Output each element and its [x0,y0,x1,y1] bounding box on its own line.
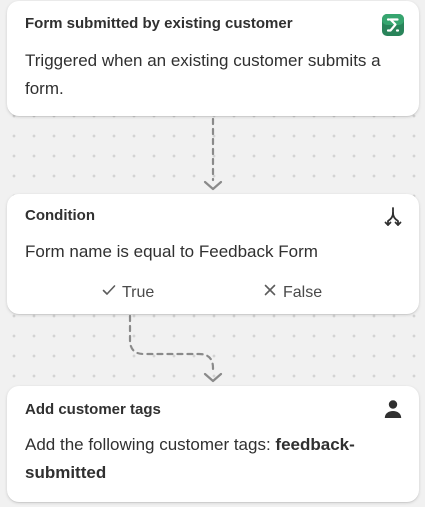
action-description: Add the following customer tags: feedbac… [25,431,405,487]
false-branch-label: False [283,283,323,301]
branch-icon [381,205,405,229]
customer-tag-value: feedback-submitted [25,435,355,482]
condition-card[interactable]: Condition Form name is equal to Feedback… [7,194,419,314]
arrowhead-action [203,372,223,383]
trigger-title: Form submitted by existing customer [25,15,293,32]
action-description-text: Add the following customer tags: [25,435,276,454]
true-branch-label: True [122,283,155,301]
trigger-description: Triggered when an existing customer subm… [25,51,381,98]
condition-title: Condition [25,207,95,224]
action-card[interactable]: Add customer tags Add the following cust… [7,386,419,502]
connector-true-branch [128,314,215,374]
trigger-card[interactable]: Form submitted by existing customer Trig… [7,1,419,116]
true-branch[interactable]: True [101,282,154,303]
action-title: Add customer tags [25,401,161,418]
x-icon [262,282,278,303]
false-branch[interactable]: False [262,282,322,303]
condition-description: Form name is equal to Feedback Form [25,242,318,261]
checkmark-icon [101,282,117,303]
shopify-flow-icon [381,13,405,37]
arrowhead-condition [203,180,223,191]
person-icon [381,397,405,421]
